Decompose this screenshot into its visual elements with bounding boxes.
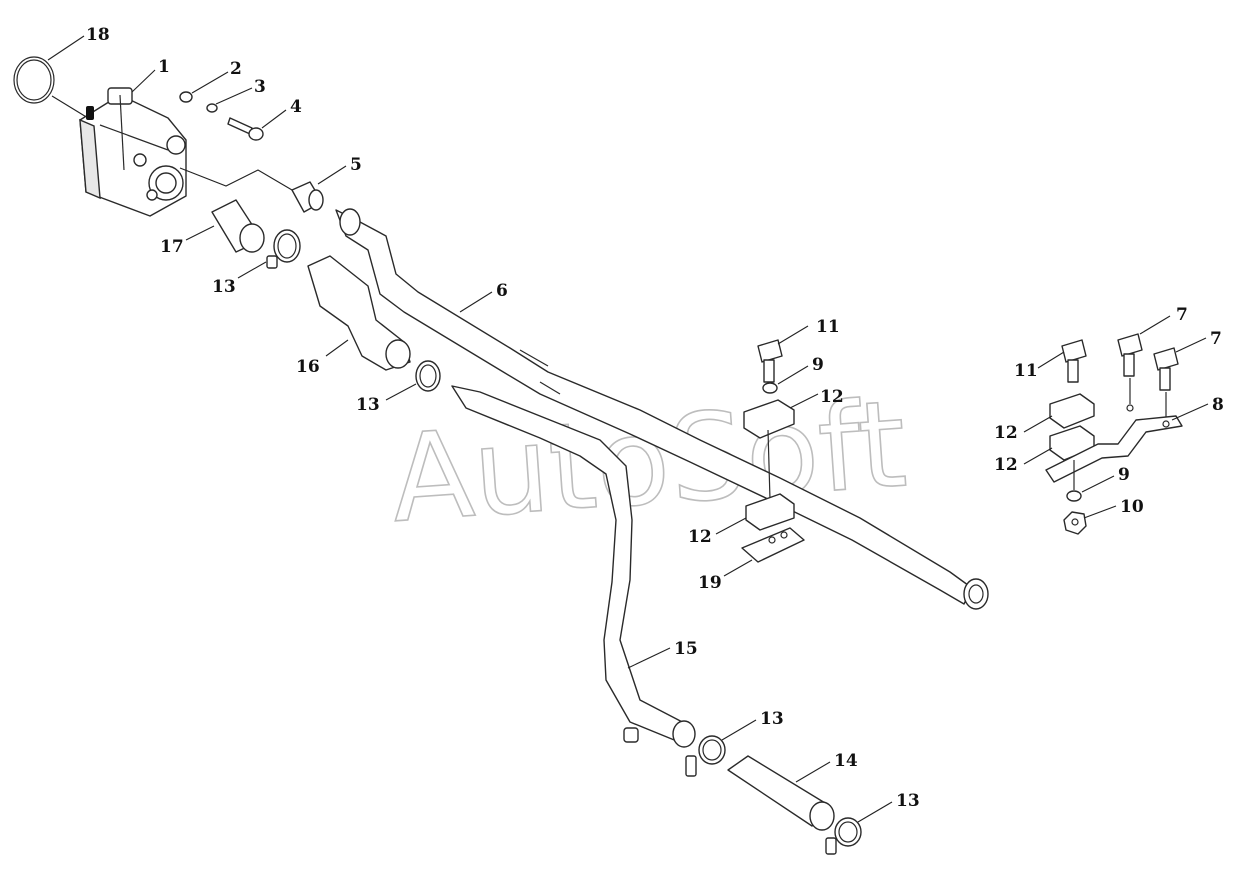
callout-12-right-lower: 12	[994, 455, 1018, 475]
callout-18: 18	[86, 25, 110, 45]
part-4-bolt	[227, 117, 264, 141]
callout-12-right-upper: 12	[994, 423, 1018, 443]
callout-9-right: 9	[1118, 465, 1130, 485]
callout-5: 5	[350, 155, 362, 175]
part-12-clamp-block-lower	[745, 493, 795, 531]
callout-16: 16	[296, 357, 320, 377]
part-17-fitting	[211, 199, 265, 253]
callout-11-center: 11	[816, 317, 840, 337]
callout-19: 19	[698, 573, 722, 593]
part-6-pressure-pipe	[335, 208, 989, 610]
part-12-clamp-block-upper	[1049, 393, 1095, 429]
callout-13-lower: 13	[760, 709, 784, 729]
part-11-bolt	[757, 339, 783, 383]
part-7-bolt	[1153, 347, 1179, 391]
part-14-hose	[727, 755, 835, 831]
part-15-suction-hose	[451, 385, 696, 748]
callout-12-center-lower: 12	[688, 527, 712, 547]
part-11-bolt	[1061, 339, 1087, 383]
callout-7-upper: 7	[1176, 305, 1188, 325]
callout-13-top: 13	[212, 277, 236, 297]
callout-11-right: 11	[1014, 361, 1038, 381]
callout-15: 15	[674, 639, 698, 659]
callout-2: 2	[230, 59, 242, 79]
callout-4: 4	[290, 97, 302, 117]
part-12-clamp-block-upper	[743, 399, 795, 439]
callout-12-center-upper: 12	[820, 387, 844, 407]
part-5-fitting	[291, 181, 324, 213]
callout-13-bottom: 13	[896, 791, 920, 811]
part-13-hose-clamp	[685, 735, 726, 777]
callout-10: 10	[1120, 497, 1144, 517]
part-7-bolt	[1117, 333, 1143, 377]
callout-3: 3	[254, 77, 266, 97]
part-9-washer	[762, 382, 778, 394]
part-3-washer	[206, 103, 218, 113]
callout-14: 14	[834, 751, 858, 771]
callout-7-lower: 7	[1210, 329, 1222, 349]
part-13-hose-clamp	[415, 360, 441, 392]
part-16-suction-hose	[307, 255, 411, 371]
part-9-washer	[1066, 490, 1082, 502]
callout-9-center: 9	[812, 355, 824, 375]
callout-6: 6	[496, 281, 508, 301]
part-10-nut	[1063, 511, 1087, 535]
part-19-mounting-plate	[741, 527, 805, 563]
part-13-hose-clamp	[266, 229, 301, 269]
callout-17: 17	[160, 237, 184, 257]
part-8-mounting-bracket	[1045, 404, 1183, 483]
callout-8: 8	[1212, 395, 1224, 415]
callout-1: 1	[158, 57, 170, 77]
part-13-hose-clamp	[825, 817, 862, 855]
part-18-o-ring	[13, 56, 55, 104]
part-1-hydraulic-pump	[79, 87, 187, 217]
part-2-washer	[179, 91, 193, 103]
callout-13-mid: 13	[356, 395, 380, 415]
